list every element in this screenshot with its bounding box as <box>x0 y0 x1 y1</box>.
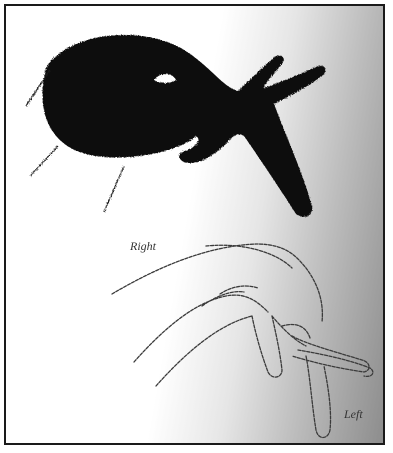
left-hand-label: Left <box>343 407 363 421</box>
hand-position-icon <box>112 244 373 438</box>
rabbit-shadow-icon <box>26 35 325 217</box>
illustration-frame: Right Left <box>4 4 385 445</box>
right-hand-label: Right <box>129 239 157 253</box>
hand-shadow-illustration: Right Left <box>6 6 383 443</box>
